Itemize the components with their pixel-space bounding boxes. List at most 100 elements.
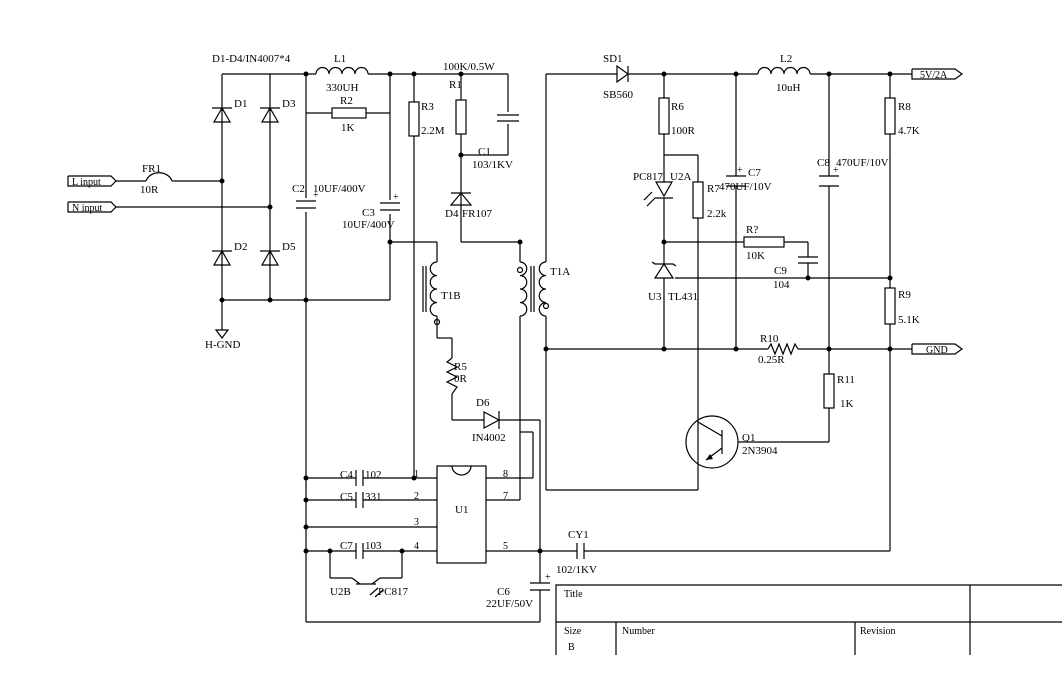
- c1-value: 103/1KV: [472, 159, 513, 171]
- title-block-size-value: B: [568, 642, 575, 653]
- r3-ref: R3: [421, 101, 434, 113]
- c5-value: 331: [365, 491, 382, 503]
- cy1-ref: CY1: [568, 529, 589, 541]
- resistor-r5-symbol: [445, 357, 459, 395]
- u2b-value: PC817: [378, 586, 408, 598]
- title-block: [555, 584, 1062, 655]
- capacitor-c7-470-symbol: +: [726, 165, 746, 187]
- bridge-note: D1-D4/IN4007*4: [212, 53, 291, 65]
- port-gnd: GND: [926, 345, 948, 356]
- c8-value: 470UF/10V: [836, 157, 889, 169]
- d4-ref: D4: [445, 208, 459, 220]
- c7-103-ref: C7: [340, 540, 353, 552]
- d4-value: FR107: [462, 208, 492, 220]
- pin-7: 7: [503, 491, 508, 502]
- c3-ref: C3: [362, 207, 375, 219]
- led-u2a-symbol: [643, 181, 674, 207]
- d1-label: D1: [234, 98, 247, 110]
- c6-ref: C6: [497, 586, 510, 598]
- diode-d4-symbol: [449, 192, 473, 206]
- capacitor-c6-symbol: +: [530, 572, 551, 591]
- c3-value: 10UF/400V: [342, 219, 395, 231]
- d5-label: D5: [282, 241, 296, 253]
- sd1-ref: SD1: [603, 53, 623, 65]
- title-block-title: Title: [564, 589, 583, 600]
- port-5v-output: 5V/2A: [920, 70, 948, 81]
- sd1-value: SB560: [603, 89, 633, 101]
- r5-ref: R5: [454, 361, 467, 373]
- r9-ref: R9: [898, 289, 911, 301]
- phototransistor-u2b-symbol: [351, 577, 384, 598]
- pin-1: 1: [414, 469, 419, 480]
- capacitor-c8-symbol: +: [819, 165, 839, 187]
- diode-d1-symbol: [212, 106, 232, 123]
- c7-103-value: 103: [365, 540, 382, 552]
- t1a-label: T1A: [550, 266, 570, 278]
- capacitor-c1-symbol: [497, 112, 519, 124]
- diode-d3-symbol: [260, 106, 280, 123]
- port-h-gnd: H-GND: [205, 339, 240, 351]
- cy1-value: 102/1KV: [556, 564, 597, 576]
- c6-value: 22UF/50V: [486, 598, 533, 610]
- c4-value: 102: [365, 469, 382, 481]
- r7-ref: R7: [707, 183, 720, 195]
- c7-470-value: 470UF/10V: [719, 181, 772, 193]
- title-block-number: Number: [622, 626, 655, 637]
- r8-value: 4.7K: [898, 125, 920, 137]
- title-block-revision: Revision: [860, 626, 896, 637]
- r1-value: 100K/0.5W: [443, 61, 495, 73]
- r6-ref: R6: [671, 101, 684, 113]
- r6-value: 100R: [671, 125, 696, 137]
- c9-value: 104: [773, 279, 790, 291]
- c8-ref: C8: [817, 157, 830, 169]
- r11-ref: R11: [837, 374, 855, 386]
- diode-d5-symbol: [260, 249, 280, 266]
- q1-value: 2N3904: [742, 445, 778, 457]
- regulator-u3-symbol: [651, 261, 677, 279]
- r2-ref: R2: [340, 95, 353, 107]
- transistor-q1-symbol: [685, 415, 739, 469]
- r5-value: 0R: [454, 373, 468, 385]
- fr1-value: 10R: [140, 184, 159, 196]
- svg-text:+: +: [833, 165, 839, 176]
- capacitor-c2-symbol: +: [296, 190, 319, 212]
- svg-text:+: +: [545, 572, 551, 583]
- capacitor-c7-103-symbol: [355, 543, 364, 559]
- l1-value: 330UH: [326, 82, 358, 94]
- c2-value: 10UF/400V: [313, 183, 366, 195]
- fr1-ref: FR1: [142, 163, 161, 175]
- port-n-input: N input: [72, 203, 103, 214]
- c7-470-ref: C7: [748, 167, 761, 179]
- diode-sd1-symbol: [616, 64, 630, 84]
- u2a-ref: U2A: [670, 171, 691, 183]
- capacitor-c9-symbol: [798, 256, 818, 264]
- u3-ref: U3: [648, 291, 662, 303]
- r10-value: 0.25R: [758, 354, 785, 366]
- svg-text:+: +: [737, 165, 743, 176]
- title-block-size: Size: [564, 626, 582, 637]
- pin-4: 4: [414, 541, 419, 552]
- junction-dots: [219, 71, 893, 554]
- d3-label: D3: [282, 98, 296, 110]
- labels: L input N input H-GND 5V/2A GND D1-D4/IN…: [72, 53, 948, 653]
- c2-ref: C2: [292, 183, 305, 195]
- t1b-label: T1B: [441, 290, 461, 302]
- u2a-value: PC817: [633, 171, 663, 183]
- capacitor-cy1-symbol: [576, 543, 585, 559]
- c1-ref: C1: [478, 146, 491, 158]
- r8-ref: R8: [898, 101, 911, 113]
- c5-ref: C5: [340, 491, 353, 503]
- r11-value: 1K: [840, 398, 854, 410]
- transformer-t1b-symbol: [422, 261, 441, 326]
- l2-value: 10uH: [776, 82, 801, 94]
- pin-8: 8: [503, 469, 508, 480]
- c4-ref: C4: [340, 469, 353, 481]
- transformer-t1a-symbol: [516, 261, 550, 317]
- r2-value: 1K: [341, 122, 355, 134]
- port-l-input: L input: [72, 177, 101, 188]
- r3-value: 2.2M: [421, 125, 445, 137]
- diode-d2-symbol: [212, 249, 232, 266]
- r7-value: 2.2k: [707, 208, 727, 220]
- capacitor-c3-symbol: +: [380, 192, 400, 214]
